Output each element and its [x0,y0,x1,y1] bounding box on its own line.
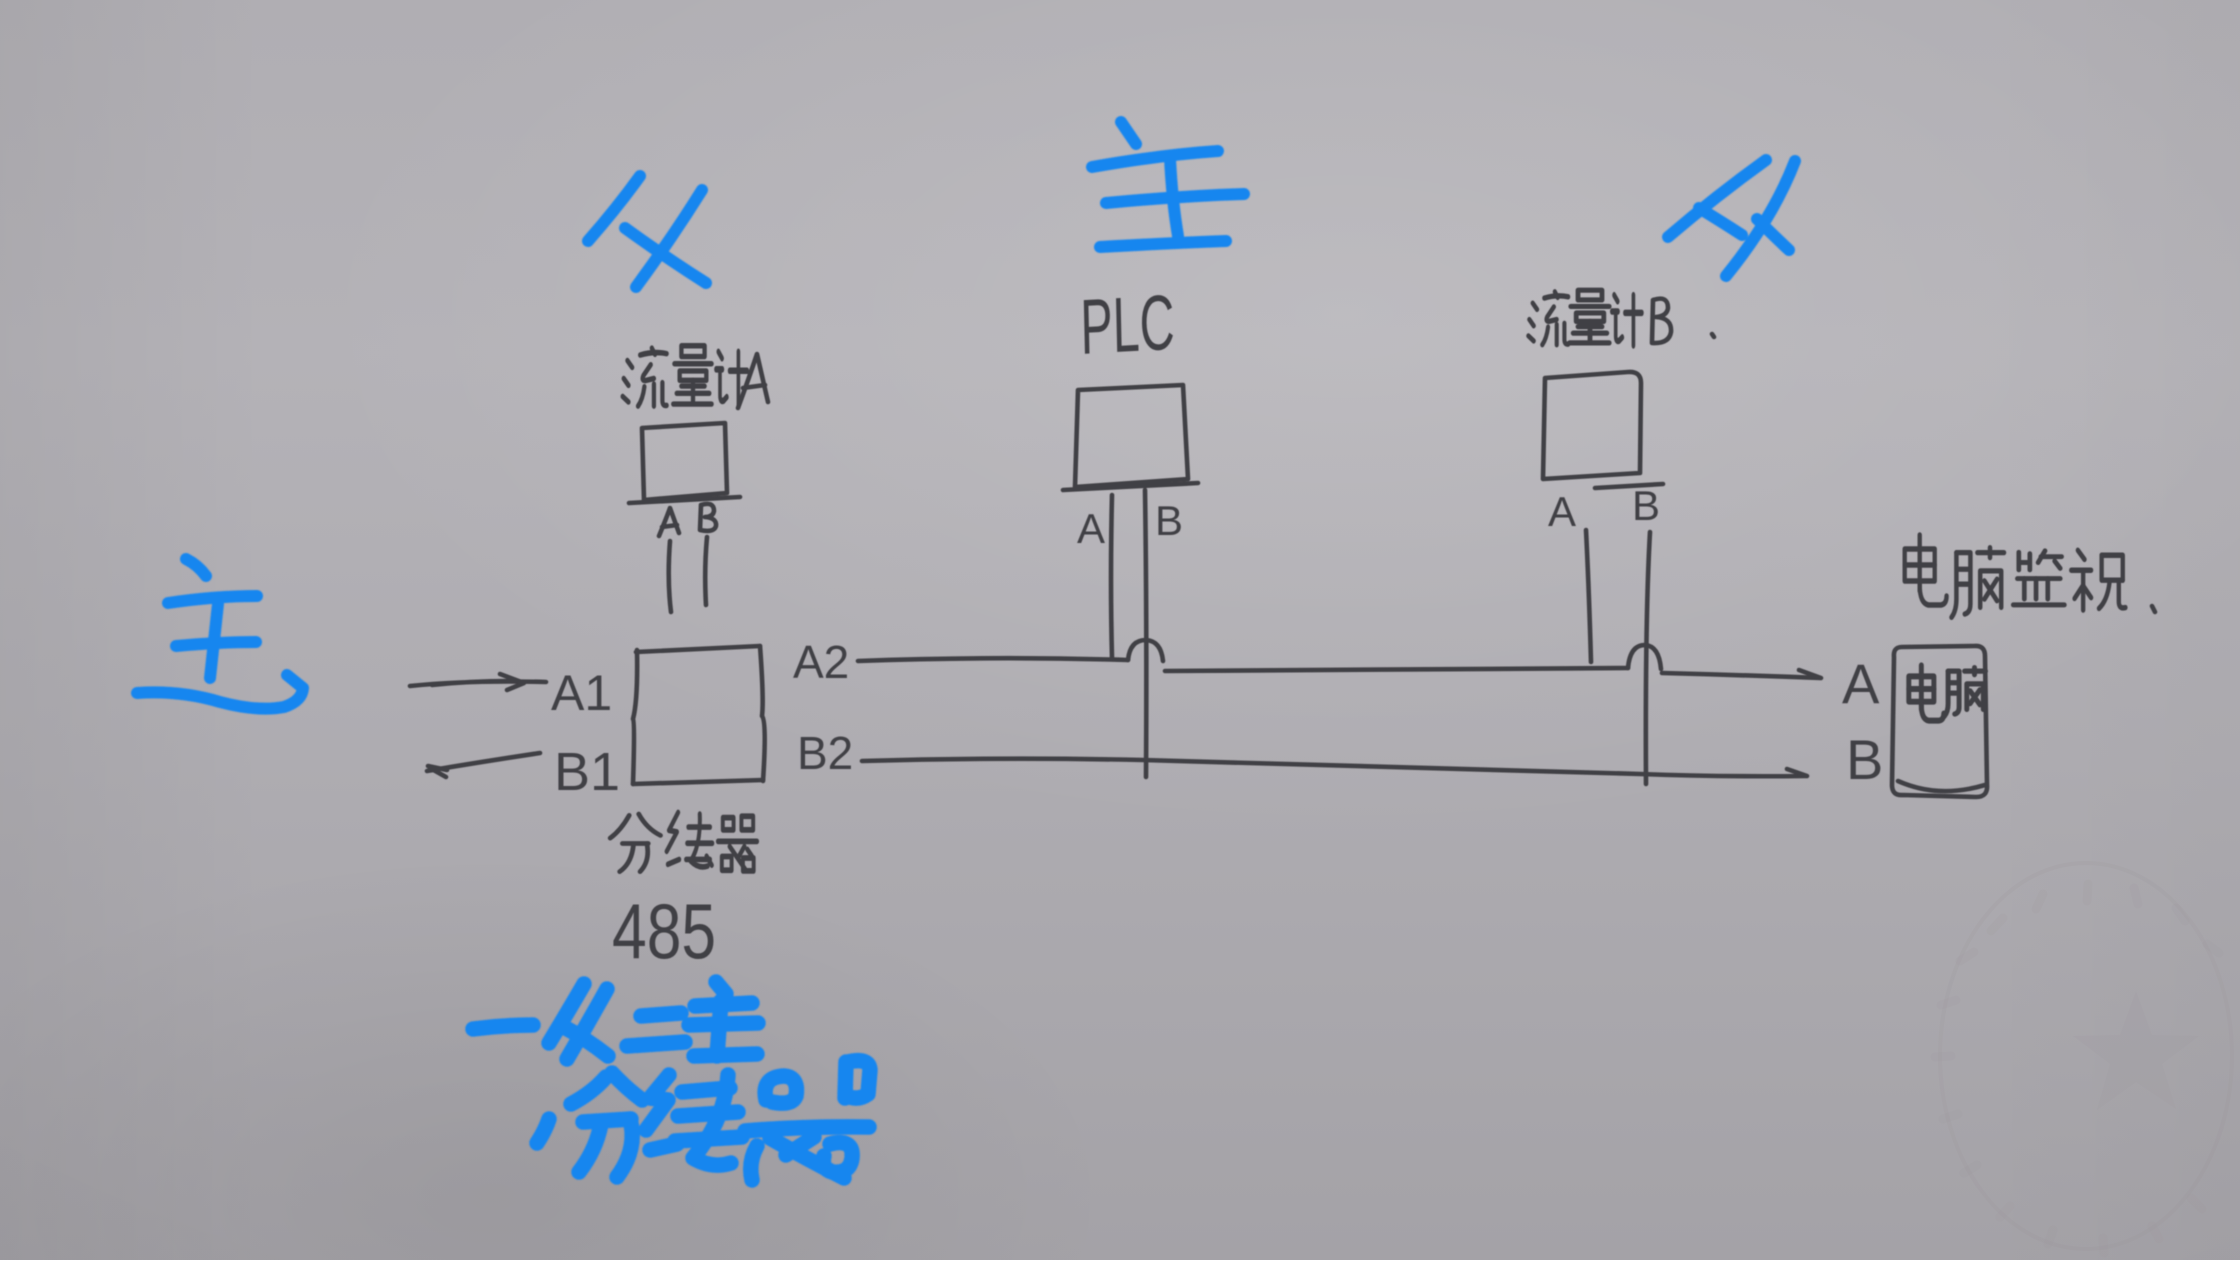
svg-text:A: A [1842,652,1880,715]
svg-text:A: A [1548,488,1576,535]
svg-text:A: A [1077,505,1105,552]
svg-text:B: B [1632,482,1660,529]
svg-text:B2: B2 [797,727,853,779]
svg-text:PLC: PLC [1079,278,1175,371]
svg-text:A2: A2 [793,636,849,688]
svg-text:B1: B1 [554,742,620,802]
svg-text:485: 485 [612,887,716,974]
svg-text:B: B [1155,497,1183,544]
svg-text:B: B [1846,728,1883,791]
svg-text:A1: A1 [551,665,612,721]
